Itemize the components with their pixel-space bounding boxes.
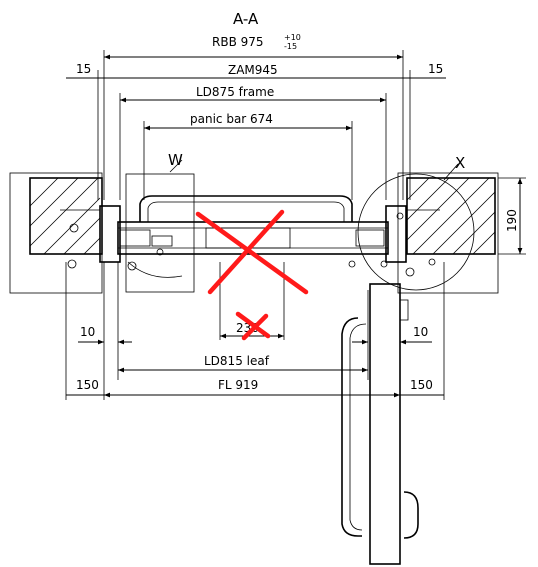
zam-label: ZAM945 [228, 63, 278, 77]
rbb-dimension [103, 50, 404, 200]
lower-extension-lines [65, 262, 445, 400]
detail-x-label: X [455, 154, 465, 172]
left-margin-top-label: 15 [76, 62, 91, 76]
ld-frame-dimension: LD875 frame [119, 85, 387, 200]
left-gap-label: 10 [80, 325, 95, 339]
section-title: A-A [233, 10, 259, 28]
detail-w-label: W [168, 151, 183, 169]
wall-depth-dimension: 190 [498, 177, 526, 255]
detail-w-marker: W [125, 151, 195, 293]
open-leaf [341, 283, 419, 565]
left-side-label: 150 [76, 378, 99, 392]
door-section [60, 195, 440, 278]
wall-depth-label: 190 [505, 209, 519, 232]
rbb-label: RBB 975 [212, 35, 264, 49]
ld-leaf-dimension: LD815 leaf [118, 354, 368, 373]
right-wall [397, 172, 499, 294]
fl-dimension: FL 919 150 150 [66, 378, 444, 398]
rbb-tolerance-minus: -15 [284, 42, 297, 51]
panic-bar-label: panic bar 674 [190, 112, 273, 126]
panic-bar-dimension: panic bar 674 [143, 112, 353, 200]
ld-frame-label: LD875 frame [196, 85, 274, 99]
fl-label: FL 919 [218, 378, 258, 392]
left-wall [9, 172, 103, 294]
right-margin-top-label: 15 [428, 62, 443, 76]
right-side-label: 150 [410, 378, 433, 392]
ld-leaf-label: LD815 leaf [204, 354, 270, 368]
right-gap-label: 10 [413, 325, 428, 339]
red-cross-large [195, 209, 309, 295]
zam-dimension: ZAM945 15 15 [66, 62, 446, 200]
red-cross-small [235, 311, 271, 341]
rbb-tolerance-plus: +10 [284, 33, 301, 42]
gap-dimensions: 10 10 [78, 325, 432, 345]
